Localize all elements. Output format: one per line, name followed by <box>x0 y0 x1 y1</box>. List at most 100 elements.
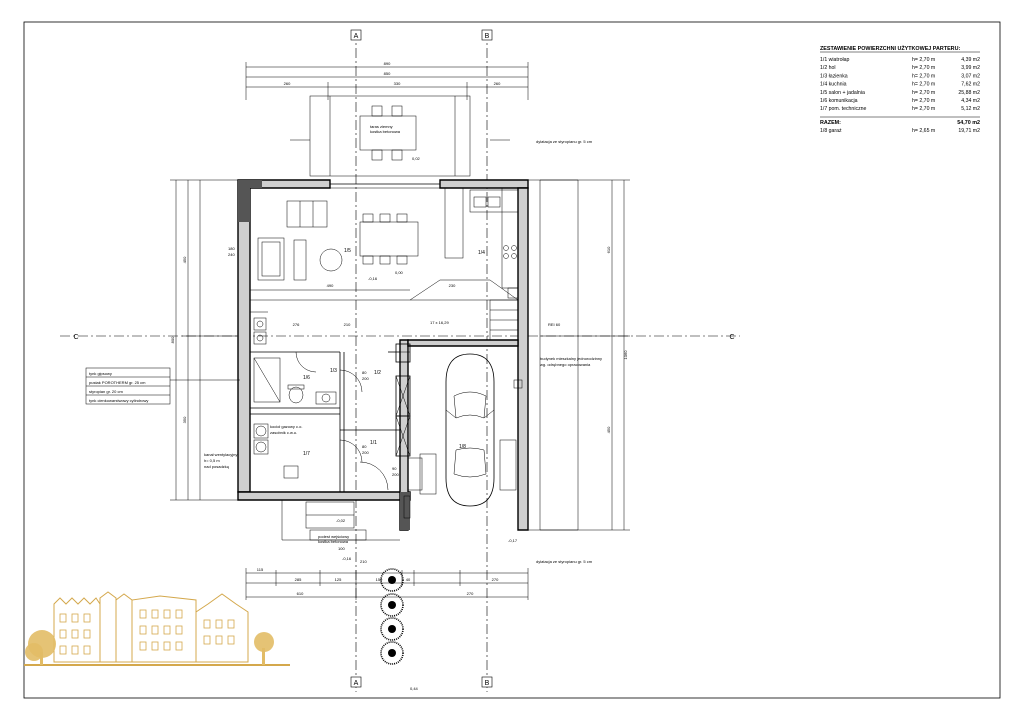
svg-text:450: 450 <box>182 256 187 263</box>
area-table-room-name: 1/4 kuchnia <box>820 82 847 88</box>
dimension-chain-left: 800 450 350 <box>170 179 240 501</box>
area-table-room-area: 4,39 m2 <box>961 57 980 63</box>
neighbor-note-line1: budynek mieszkalny jednorodzinny <box>540 356 602 361</box>
dimension-chain-bottom: 115 285 125 150 40 270 610 270 <box>245 567 529 600</box>
area-table-room-name: 1/6 komunikacja <box>820 98 858 104</box>
area-table-room-area: 4,34 m2 <box>961 98 980 104</box>
svg-text:270: 270 <box>492 577 499 582</box>
living-furniture <box>257 200 419 281</box>
svg-text:260: 260 <box>284 81 291 86</box>
svg-text:styropian gr. 20 cm: styropian gr. 20 cm <box>89 389 123 394</box>
entrance-landing <box>281 179 579 541</box>
area-table: ZESTAWIENIE POWIERZCHNI UŻYTKOWEJ PARTER… <box>820 45 980 134</box>
axis-label-a-top: A <box>354 33 359 40</box>
svg-text:330: 330 <box>394 81 401 86</box>
neighbor-note-line2: wg. odrębnego opracowania <box>540 362 591 367</box>
svg-text:115: 115 <box>257 567 264 572</box>
entry-note-line2: kostka betonowa <box>318 539 349 544</box>
area-table-room-height: h= 2,70 m <box>912 65 935 71</box>
area-table-room-name: 1/2 hol <box>820 65 836 71</box>
svg-text:90: 90 <box>392 466 397 471</box>
svg-text:0,02: 0,02 <box>412 156 421 161</box>
svg-text:270: 270 <box>467 591 474 596</box>
svg-text:180: 180 <box>228 246 235 251</box>
area-table-room-height: h= 2,70 m <box>912 82 935 88</box>
axis-marker-a-bottom <box>350 676 362 688</box>
svg-text:80: 80 <box>362 370 367 375</box>
room-label-1-4: 1/4 <box>478 250 485 256</box>
vent-note-line1: kanał wentylacyjny <box>204 452 237 457</box>
area-table-room-name: 1/1 wiatrołap <box>820 57 850 63</box>
svg-text:800: 800 <box>170 336 175 343</box>
terrace-note-line1: taras ziemny <box>370 124 393 129</box>
area-table-room-height: h= 2,70 m <box>912 73 935 79</box>
inner-dimensions: 276 210 490 230 80 200 80 200 90 200 180… <box>228 246 456 564</box>
svg-text:40: 40 <box>406 577 411 582</box>
area-table-room-area: 3,07 m2 <box>961 73 980 79</box>
svg-text:tynk gipsowy: tynk gipsowy <box>89 371 112 376</box>
room-label-1-3: 1/3 <box>330 368 337 374</box>
svg-text:125: 125 <box>335 577 342 582</box>
area-table-room-height: h= 2,70 m <box>912 90 935 96</box>
area-table-total-value: 54,70 m2 <box>957 120 980 126</box>
axis-label-a-bottom: A <box>354 680 359 687</box>
axis-marker-a-top <box>350 29 362 41</box>
svg-text:490: 490 <box>327 283 334 288</box>
kitchen-furniture <box>444 187 519 299</box>
area-table-room-name: 1/5 salon + jadalnia <box>820 90 865 96</box>
svg-text:100: 100 <box>338 546 345 551</box>
wall-layer-legend: tynk gipsowy pustak POROTHERM gr. 25 cm … <box>85 367 240 405</box>
axis-marker-b-bottom <box>481 676 493 688</box>
room-label-1-2: 1/2 <box>374 370 381 376</box>
area-table-room-area: 5,12 m2 <box>961 106 980 112</box>
bathroom-fixtures <box>253 317 337 405</box>
area-table-room-area: 3,99 m2 <box>961 65 980 71</box>
svg-text:850: 850 <box>384 71 391 76</box>
stair-and-columns <box>395 343 523 519</box>
room-label-1-1: 1/1 <box>370 440 377 446</box>
svg-text:210: 210 <box>360 559 367 564</box>
area-table-extra-area: 19,71 m2 <box>958 128 980 134</box>
area-table-extra-name: 1/8 garaż <box>820 128 842 134</box>
svg-text:1060: 1060 <box>623 350 628 360</box>
townhouse-logo <box>24 591 290 666</box>
terrace-note-line2: kostka betonowa <box>370 129 401 134</box>
svg-text:200: 200 <box>392 472 399 477</box>
svg-text:240: 240 <box>228 252 235 257</box>
house-walls <box>237 179 529 531</box>
area-table-room-height: h= 2,70 m <box>912 98 935 104</box>
svg-text:80: 80 <box>362 444 367 449</box>
axis-label-b-bottom: B <box>485 680 490 687</box>
interior-partitions <box>250 279 519 492</box>
door-swings <box>295 351 389 491</box>
svg-text:-0,02: -0,02 <box>336 518 346 523</box>
svg-text:260: 260 <box>494 81 501 86</box>
svg-text:210: 210 <box>344 322 351 327</box>
axis-label-c-right: C <box>729 334 734 341</box>
svg-text:150: 150 <box>376 577 383 582</box>
area-table-room-area: 25,88 m2 <box>958 90 980 96</box>
svg-text:tynk cienkowarstwowy cylindrow: tynk cienkowarstwowy cylindrowy <box>89 398 148 403</box>
technical-fixtures <box>253 423 299 479</box>
insulation-note-bottom: dylatacja ze styropianu gr. 5 cm <box>536 559 593 564</box>
area-table-room-height: h= 2,70 m <box>912 57 935 63</box>
vent-note-line2: h= 0,5 m <box>204 458 220 463</box>
room-label-1-8: 1/8 <box>459 444 466 450</box>
entry-note-line1: podest wejściowy <box>318 534 349 539</box>
svg-text:200: 200 <box>362 376 369 381</box>
svg-text:0,00: 0,00 <box>395 270 404 275</box>
svg-text:-0,16: -0,16 <box>342 556 352 561</box>
stairs-note: 17 x 16,29 <box>430 320 449 325</box>
area-table-room-area: 7,62 m2 <box>961 82 980 88</box>
room-label-1-5: 1/5 <box>344 248 351 254</box>
svg-text:0,44: 0,44 <box>410 686 419 691</box>
insulation-note-top: dylatacja ze styropianu gr. 5 cm <box>536 139 593 144</box>
svg-text:-0,17: -0,17 <box>508 538 518 543</box>
axis-label-b-top: B <box>485 33 490 40</box>
svg-text:610: 610 <box>606 246 611 253</box>
dimension-chain-right: 1060 610 450 <box>540 179 630 531</box>
area-table-title: ZESTAWIENIE POWIERZCHNI UŻYTKOWEJ PARTER… <box>820 45 960 52</box>
area-table-room-name: 1/3 łazienka <box>820 73 848 79</box>
svg-text:pustak POROTHERM gr. 25 cm: pustak POROTHERM gr. 25 cm <box>89 380 146 385</box>
